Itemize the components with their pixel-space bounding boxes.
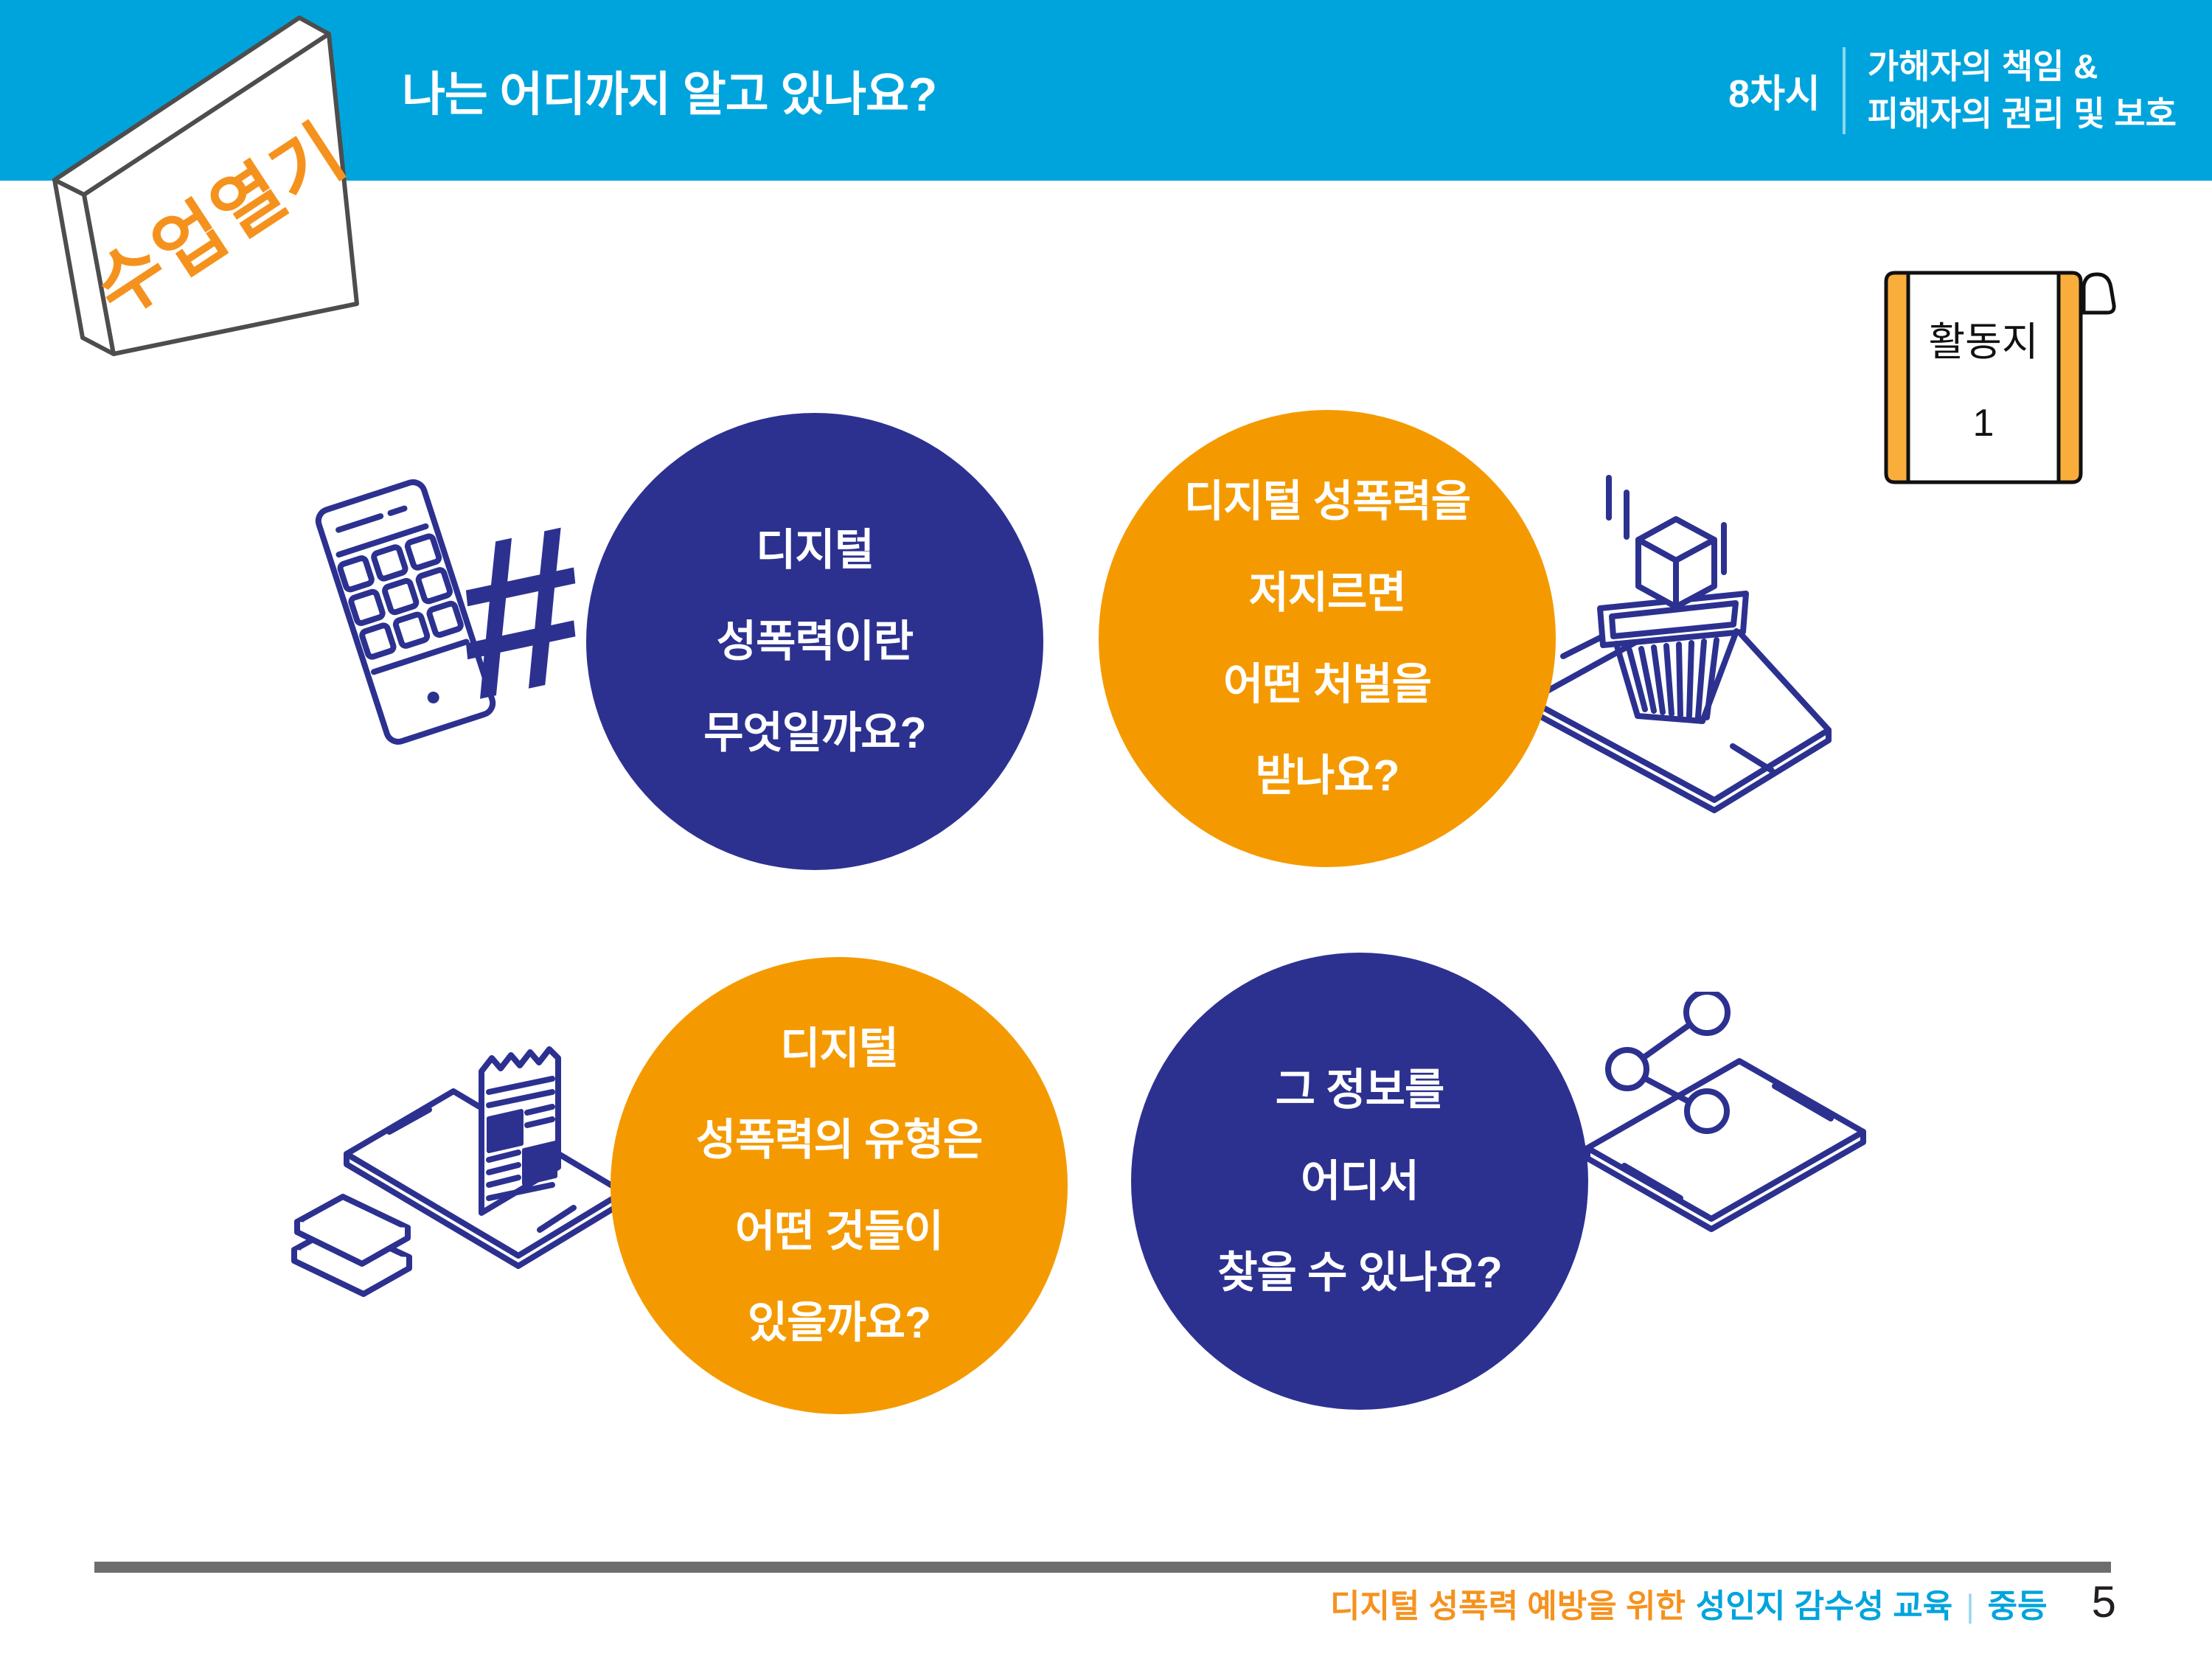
- footer: 디지털 성폭력 예방을 위한 성인지 감수성 교육 | 중등 5: [1330, 1576, 2116, 1627]
- receipt-books-tablet-icon: [291, 1046, 626, 1297]
- footer-label-orange: 디지털 성폭력 예방을 위한: [1329, 1588, 1686, 1624]
- hashtag-glyph: #: [448, 476, 594, 748]
- paper-curl: [2081, 272, 2116, 315]
- lesson-topic-line1: 가해자의 책임 &: [1867, 47, 2098, 86]
- question-line: 어떤 처벌을: [1223, 660, 1432, 709]
- trash-bin-tablet-icon: [1527, 475, 1832, 813]
- question-line: 받나요?: [1255, 751, 1400, 800]
- lesson-topic-line2: 피해자의 권리 및 보호: [1867, 94, 2177, 133]
- footer-separator: |: [1966, 1588, 1975, 1624]
- question-circle-3: 디지털 성폭력의 유형은 어떤 것들이 있을까요?: [611, 957, 1068, 1414]
- page-title: 나는 어디까지 알고 있나요?: [402, 67, 937, 121]
- question-line: 어디서: [1301, 1157, 1419, 1206]
- question-circle-2: 디지털 성폭력을 저지르면 어떤 처벌을 받나요?: [1099, 410, 1556, 867]
- question-line: 찾을 수 있나요?: [1217, 1248, 1503, 1297]
- footer-level: 중등: [1987, 1588, 2048, 1624]
- footer-label-cyan: 성인지 감수성 교육: [1695, 1588, 1953, 1624]
- lesson-divider: [1842, 46, 1846, 134]
- page-number: 5: [2091, 1577, 2116, 1627]
- worksheet-badge: 활동지 1: [1884, 271, 2116, 484]
- lesson-topic: 가해자의 책임 & 피해자의 권리 및 보호: [1868, 44, 2177, 137]
- question-line: 디지털: [780, 1024, 899, 1073]
- question-line: 그 정보를: [1275, 1065, 1445, 1114]
- question-line: 성폭력이란: [716, 617, 914, 666]
- question-line: 디지털: [756, 526, 874, 574]
- question-line: 있을까요?: [747, 1298, 931, 1347]
- smartphone-hashtag-icon: #: [315, 476, 594, 748]
- question-line: 성폭력의 유형은: [695, 1116, 983, 1164]
- footer-divider-bar: [94, 1562, 2111, 1573]
- lesson-info: 8차시 가해자의 책임 & 피해자의 권리 및 보호: [1728, 0, 2177, 181]
- question-circle-1: 디지털 성폭력이란 무엇일까요?: [586, 413, 1043, 870]
- worksheet-badge-label: 활동지: [1928, 320, 2038, 364]
- question-line: 어떤 것들이: [735, 1207, 944, 1256]
- question-line: 무엇일까요?: [703, 709, 926, 757]
- share-nodes-tablet-icon: [1585, 992, 1866, 1232]
- lesson-number: 8차시: [1728, 73, 1820, 116]
- question-line: 디지털 성폭력을: [1183, 477, 1471, 526]
- question-circle-4: 그 정보를 어디서 찾을 수 있나요?: [1131, 953, 1588, 1410]
- question-line: 저지르면: [1248, 568, 1406, 617]
- corner-sign-3d-box: 수업열기: [52, 15, 361, 356]
- worksheet-badge-number: 1: [1973, 402, 1994, 445]
